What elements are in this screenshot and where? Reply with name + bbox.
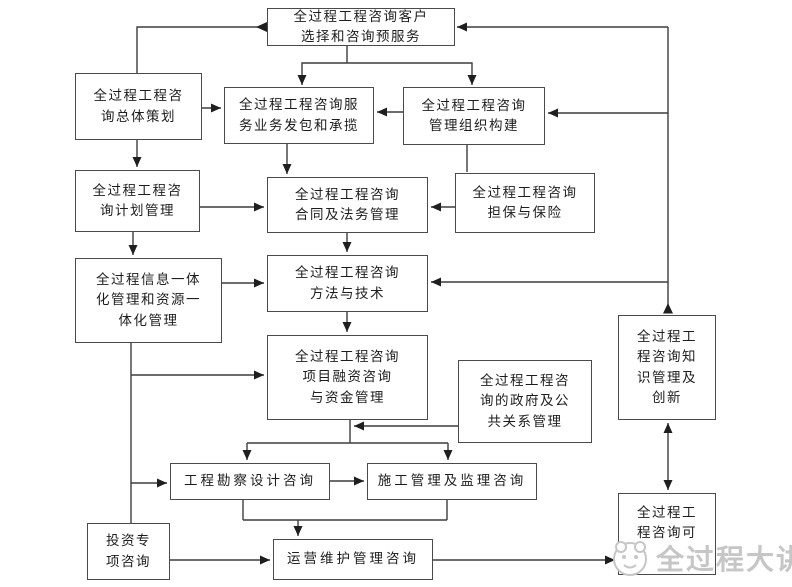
node-org-construction: 全过程工程咨询 管理组织构建 (403, 87, 545, 145)
node-investment-special: 投资专 项咨询 (87, 523, 170, 580)
node-contract-legal: 全过程工程咨询 合同及法务管理 (267, 177, 428, 233)
node-operation-maintenance: 运营维护管理咨询 (273, 539, 433, 580)
node-overall-planning: 全过程工程咨 询总体策划 (75, 73, 202, 140)
node-survey-design: 工程勘察设计咨询 (170, 463, 330, 500)
node-methods-tech: 全过程工程咨询 方法与技术 (267, 255, 428, 312)
node-info-integration: 全过程信息一体 化管理和资源一 体化管理 (75, 258, 222, 343)
node-contracting: 全过程工程咨询服 务业务发包和承揽 (224, 87, 374, 144)
node-guarantee-insurance: 全过程工程咨询 担保与保险 (455, 173, 595, 233)
node-gov-public-relations: 全过程工程咨 询的政府及公 共关系管理 (458, 360, 592, 443)
node-knowledge-innovation: 全过程工 程咨询知 识管理及 创新 (618, 315, 716, 420)
arrowhead-knowledge-up-icon (663, 303, 673, 314)
arrowhead-customer-left-icon (256, 22, 267, 32)
node-plan-management: 全过程工程咨 询计划管理 (75, 170, 200, 232)
node-customer-selection: 全过程工程咨询客户 选择和咨询预服务 (267, 8, 455, 46)
node-construction-supervision: 施工管理及监理咨询 (367, 463, 537, 500)
node-sustainable: 全过程工 程咨询可 (618, 493, 716, 575)
node-financing-funds: 全过程工程咨询 项目融资咨询 与资金管理 (267, 335, 428, 420)
